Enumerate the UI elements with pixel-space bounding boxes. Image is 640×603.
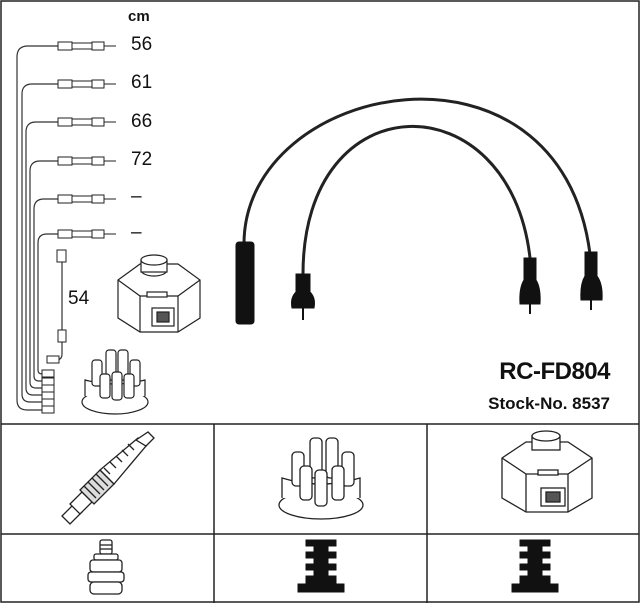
plug-boot-3 (580, 251, 603, 301)
coil-boot (235, 241, 255, 325)
short-lead-cable (301, 124, 532, 275)
coil-terminal-connector-icon (511, 539, 559, 593)
lead-boots (235, 241, 603, 325)
wire-harness (16, 45, 63, 411)
plug-boot-2 (519, 257, 541, 305)
terminal-wire-4 (57, 156, 116, 166)
coil-lead-length: 54 (68, 288, 90, 309)
cap-terminal-connector-icon (297, 539, 345, 593)
long-lead-cable (242, 97, 592, 255)
wire-length-3: 66 (131, 111, 153, 132)
spark-plug-icon (61, 431, 155, 525)
terminal-wire-1 (57, 41, 116, 51)
length-unit-label: cm (128, 8, 150, 25)
plug-boot-1 (291, 273, 315, 309)
wire-length-4: 72 (131, 149, 153, 170)
terminal-wire-2 (57, 79, 116, 89)
ignition-leads (242, 97, 592, 275)
wire-length-5: – (131, 186, 142, 207)
harness-coil-icon (117, 254, 201, 333)
wire-length-2: 61 (131, 72, 153, 93)
terminal-wire-6 (57, 229, 116, 239)
wire-length-1: 56 (131, 34, 153, 55)
wire-terminals (41, 41, 116, 414)
stock-number: Stock-No. 8537 (488, 394, 610, 413)
distributor-cap-icon (278, 437, 364, 520)
terminal-wire-3 (57, 117, 116, 127)
coil-lead-terminals (56, 249, 67, 343)
bottom-terminal-stack (41, 355, 60, 414)
product-code: RC-FD804 (499, 358, 610, 385)
harness-distributor-icon (81, 349, 149, 415)
plug-terminal-nut-icon (87, 539, 125, 595)
terminal-wire-5 (57, 194, 116, 204)
wire-length-6: – (131, 222, 142, 243)
ignition-coil-icon (501, 430, 593, 513)
